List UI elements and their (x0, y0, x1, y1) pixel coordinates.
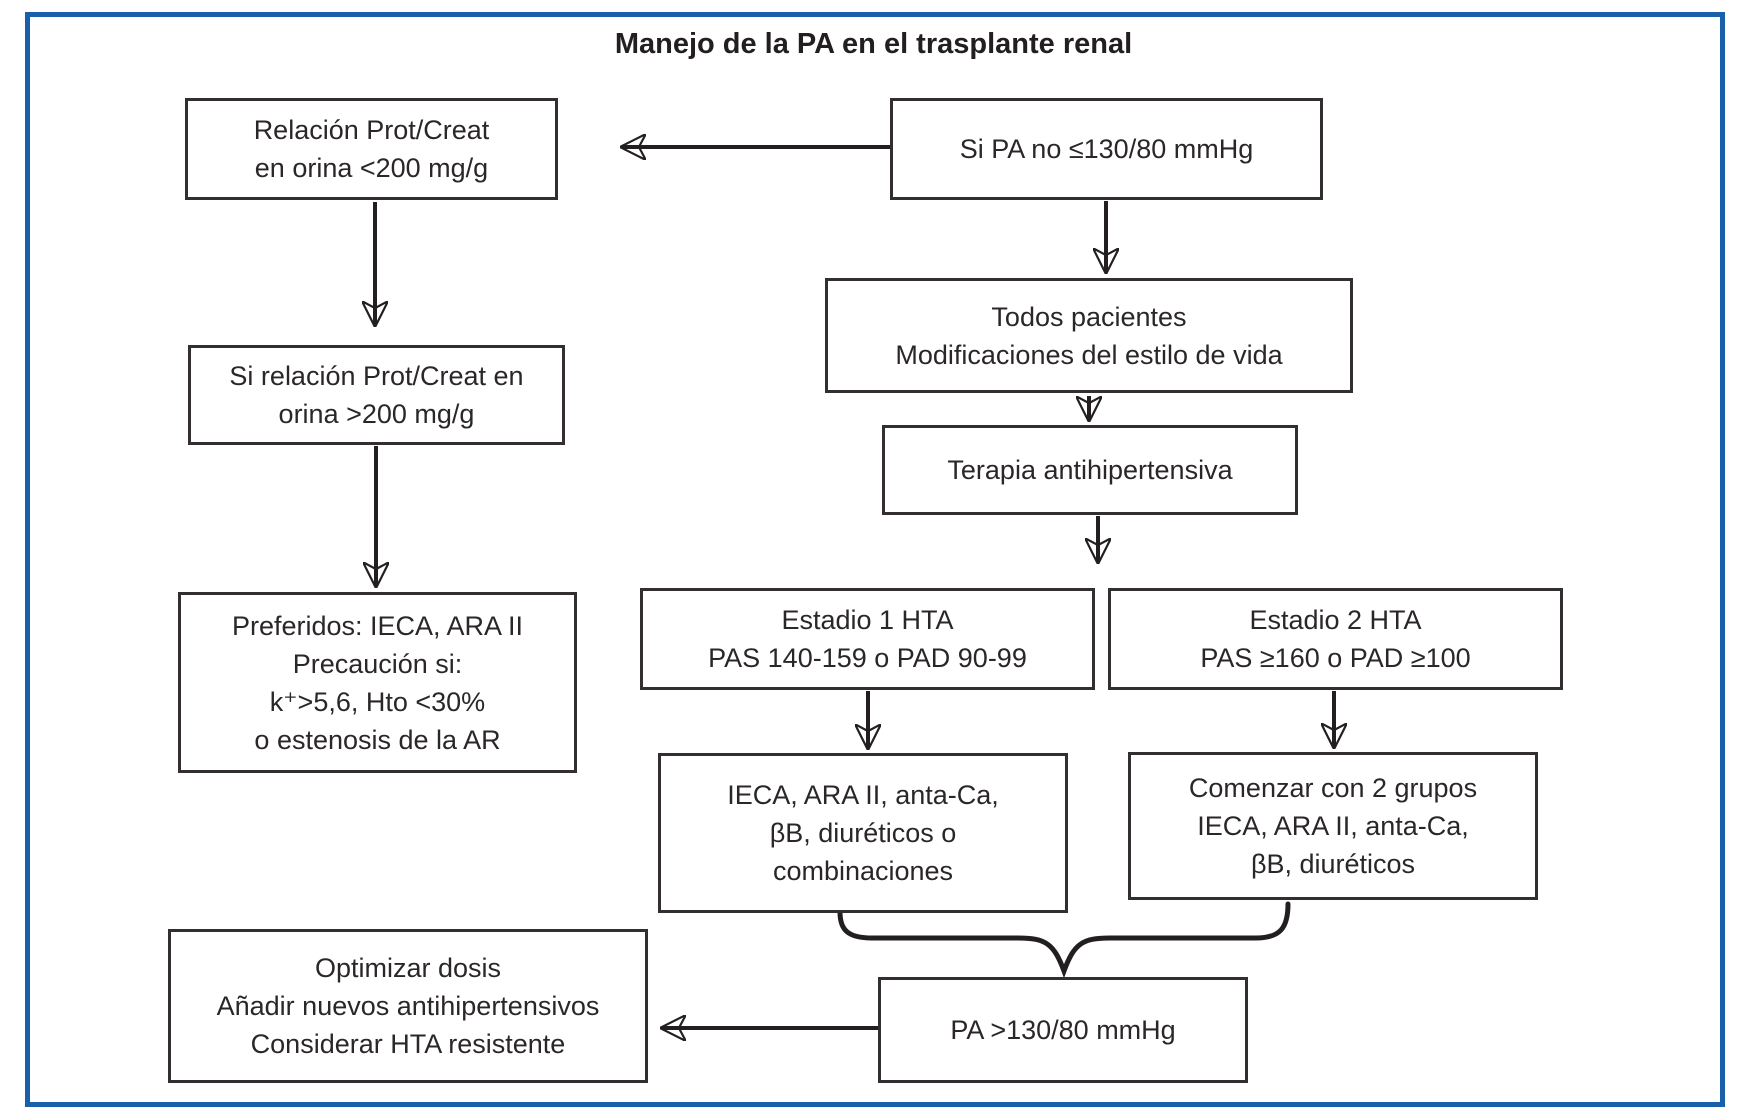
box-estadio-1-hta: Estadio 1 HTA PAS 140-159 o PAD 90-99 (640, 588, 1095, 690)
box-line: Relación Prot/Creat (253, 115, 490, 145)
box-estadio-2-hta: Estadio 2 HTA PAS ≥160 o PAD ≥100 (1108, 588, 1563, 690)
box-line: Precaución si: (292, 648, 463, 679)
box-todos-pacientes: Todos pacientes Modificaciones del estil… (825, 278, 1353, 393)
box-comenzar-2-grupos: Comenzar con 2 grupos IECA, ARA II, anta… (1128, 752, 1538, 900)
box-line: Añadir nuevos antihipertensivos (216, 991, 600, 1021)
box-line: Estadio 1 HTA (781, 605, 954, 635)
box-line: IECA, ARA II, anta-Ca, (727, 780, 999, 810)
box-line: en orina <200 mg/g (254, 153, 489, 183)
box-preferidos-ieca-ara: Preferidos: IECA, ARA II Precaución si: … (178, 592, 577, 773)
box-line: o estenosis de la AR (254, 724, 501, 755)
box-line: Si PA no ≤130/80 mmHg (959, 134, 1254, 164)
box-pa-mayor-130-80: PA >130/80 mmHg (878, 977, 1248, 1083)
box-line: Optimizar dosis (314, 953, 502, 983)
box-line: combinaciones (772, 856, 954, 886)
figure-title: Manejo de la PA en el trasplante renal (614, 28, 1133, 60)
box-line: k⁺>5,6, Hto <30% (269, 686, 486, 717)
box-line: βB, diuréticos o (769, 818, 957, 848)
box-line: Terapia antihipertensiva (947, 455, 1233, 485)
box-line: Considerar HTA resistente (250, 1029, 566, 1059)
box-line: PA >130/80 mmHg (950, 1015, 1176, 1045)
box-si-relacion-mayor: Si relación Prot/Creat en orina >200 mg/… (188, 345, 565, 445)
box-line: orina >200 mg/g (278, 399, 475, 429)
box-line: Preferidos: IECA, ARA II (231, 610, 524, 641)
box-line: Comenzar con 2 grupos (1188, 773, 1478, 803)
box-line: Si relación Prot/Creat en (229, 361, 524, 391)
box-optimizar-dosis: Optimizar dosis Añadir nuevos antihipert… (168, 929, 648, 1083)
box-si-pa-no-controlada: Si PA no ≤130/80 mmHg (890, 98, 1323, 200)
box-line: Todos pacientes (991, 301, 1187, 332)
box-line: IECA, ARA II, anta-Ca, (1197, 811, 1469, 841)
brace-merge (837, 901, 1291, 979)
box-line: PAS ≥160 o PAD ≥100 (1200, 643, 1471, 673)
box-line: Estadio 2 HTA (1249, 605, 1422, 635)
box-terapia-antihipertensiva: Terapia antihipertensiva (882, 425, 1298, 515)
box-line: PAS 140-159 o PAD 90-99 (708, 643, 1027, 673)
box-line: Modificaciones del estilo de vida (895, 339, 1283, 370)
box-ieca-combinaciones: IECA, ARA II, anta-Ca, βB, diuréticos o … (658, 753, 1068, 913)
box-line: βB, diuréticos (1250, 849, 1416, 879)
box-relacion-prot-creat-menor: Relación Prot/Creat en orina <200 mg/g (185, 98, 558, 200)
